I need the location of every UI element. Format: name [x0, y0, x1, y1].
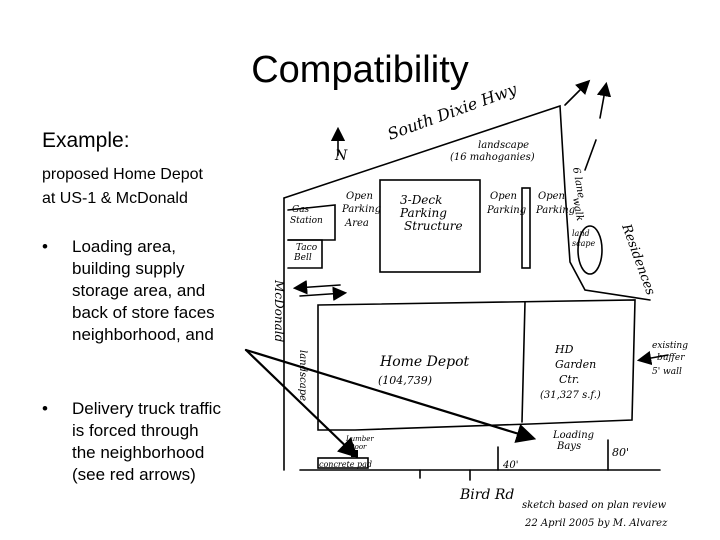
parking-structure [379, 179, 481, 273]
label-deck-1: 3-Deck [400, 193, 442, 207]
bullet-1-line: back of store faces [72, 303, 215, 322]
label-loading-bays-1: Loading [552, 430, 594, 441]
label-open-parking-2a: Open [490, 191, 517, 202]
label-taco-2: Bell [293, 253, 312, 263]
mcdonald-arrow-2 [299, 286, 348, 301]
subtitle-line-1: proposed Home Depot [42, 166, 203, 183]
bullet-1-line: storage area, and [72, 281, 206, 300]
label-residences: Residences [618, 221, 658, 297]
label-open-parking-1c: Area [344, 218, 369, 229]
label-hd-garden-4: (31,327 s.f.) [540, 390, 601, 401]
bullet-1-line: building supply [72, 259, 185, 278]
label-six-lane-2: walk [570, 197, 585, 222]
label-landscape-top-1: landscape [478, 140, 529, 151]
garden-center-divider [521, 301, 526, 423]
label-six-lane-1: 6 lane [570, 167, 586, 200]
bullet-2-line: the neighborhood [72, 443, 205, 462]
road-arrow-3 [584, 139, 597, 171]
landscape-island [577, 225, 603, 275]
label-hd-garden-1: HD [554, 343, 574, 356]
bullet-2-line: is forced through [72, 421, 199, 440]
label-landscape-left: landscape [297, 350, 308, 401]
label-dim-80: 80' [612, 446, 629, 459]
bullet-1-line: Loading area, [72, 237, 176, 256]
label-south-dixie-hwy: South Dixie Hwy [385, 79, 520, 144]
label-taco-1: Taco [296, 243, 318, 253]
label-mcdonald: McDonald [272, 279, 286, 343]
label-dim-40: 40' [502, 460, 518, 471]
label-open-parking-1b: Parking [341, 204, 381, 215]
bullet-1-line: neighborhood, and [72, 325, 214, 344]
bullet-marker: • [42, 399, 48, 418]
parking-strip [521, 187, 531, 269]
label-hd-garden-2: Garden [555, 358, 596, 371]
label-credit-2: 22 April 2005 by M. Alvarez [524, 518, 668, 529]
subtitle-line-2: at US-1 & McDonald [42, 190, 188, 207]
buffer-arrow [636, 350, 669, 366]
site-boundary [283, 104, 651, 301]
label-hd-garden-3: Ctr. [559, 373, 579, 386]
label-open-parking-1a: Open [346, 191, 373, 202]
label-deck-2: Parking [399, 206, 447, 220]
label-bird-rd: Bird Rd [459, 487, 514, 503]
road-arrow-2 [596, 81, 612, 119]
label-buffer-3: 5' wall [652, 367, 682, 377]
label-buffer-1: existing [652, 341, 688, 351]
label-buffer-2: buffer [657, 353, 685, 363]
truck-route-line-2 [244, 348, 537, 443]
slide-title: Compatibility [251, 49, 469, 91]
label-north: N [334, 148, 348, 164]
lumber-door-marker [351, 450, 358, 457]
truck-route-line-1 [244, 348, 359, 459]
label-deck-3: Structure [404, 219, 463, 233]
label-concrete-pad: concrete pad [319, 460, 372, 469]
label-land-scape-1: land [572, 229, 590, 238]
label-land-scape-2: scape [572, 239, 595, 248]
label-open-parking-3a: Open [538, 191, 565, 202]
label-loading-bays-2: Bays [556, 441, 581, 452]
label-landscape-top-2: (16 mahoganies) [450, 152, 535, 163]
bullet-2-line: (see red arrows) [72, 465, 196, 484]
road-arrow-1 [564, 79, 591, 106]
label-home-depot: Home Depot [379, 354, 470, 370]
label-lumber-door-1: Lumber [345, 435, 374, 443]
example-heading: Example: [42, 129, 130, 152]
label-lumber-door-2: Door [348, 443, 367, 451]
label-open-parking-2b: Parking [486, 205, 526, 216]
bullet-marker: • [42, 237, 48, 256]
label-gas-1: Gas [292, 205, 310, 215]
label-credit-1: sketch based on plan review [522, 500, 667, 511]
label-gas-2: Station [290, 216, 323, 226]
label-open-parking-3b: Parking [535, 205, 575, 216]
label-home-depot-sf: (104,739) [378, 374, 432, 387]
mcdonald-arrow-1 [292, 280, 341, 295]
bullet-2-line: Delivery truck traffic [72, 399, 221, 418]
home-depot-building [317, 299, 636, 431]
taco-bell-box [287, 239, 323, 269]
